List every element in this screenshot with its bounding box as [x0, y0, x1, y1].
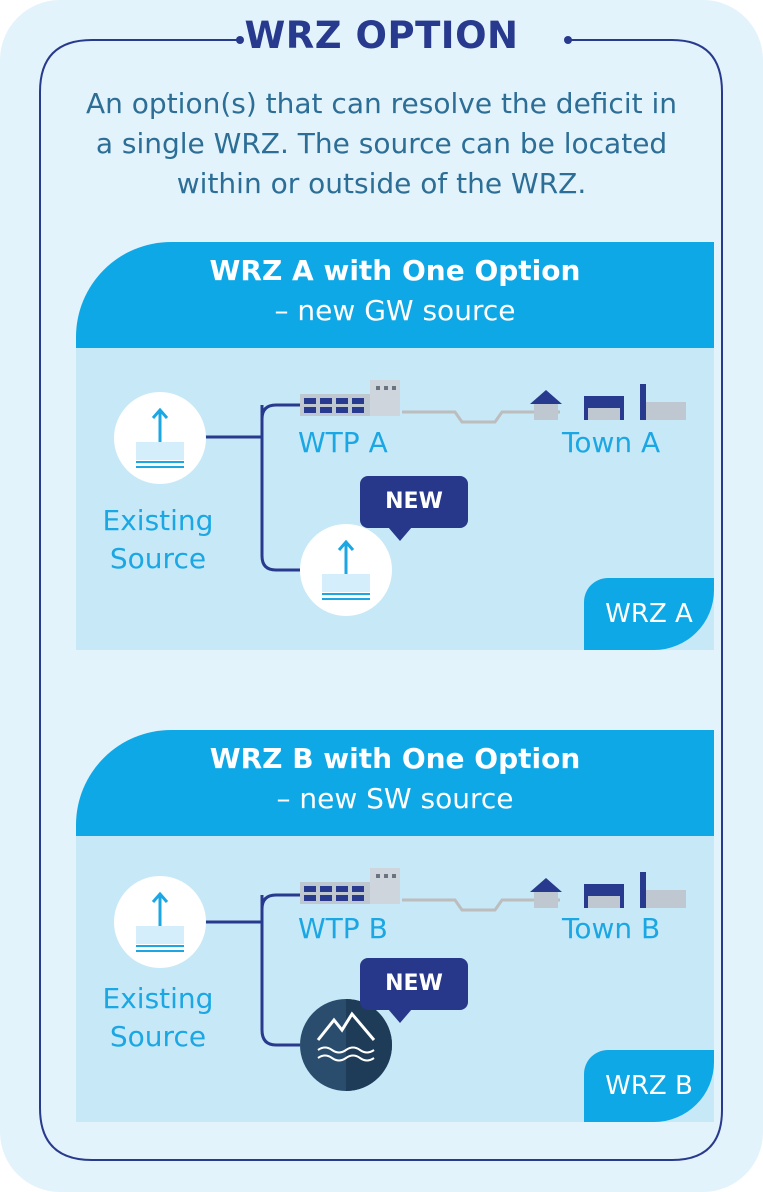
subtitle-line: within or outside of the WRZ.	[176, 167, 587, 200]
treatment-plant-icon	[300, 868, 400, 904]
treatment-plant-icon	[300, 380, 400, 416]
wtp-label: WTP A	[298, 426, 388, 459]
groundwater-borehole-icon	[114, 876, 206, 968]
badge-pointer	[388, 1009, 412, 1023]
panel-header: WRZ B with One Option – new SW source	[76, 730, 714, 836]
label-line: Existing	[102, 504, 214, 537]
groundwater-borehole-icon	[300, 524, 392, 616]
town-label: Town A	[562, 426, 661, 459]
page-subtitle: An option(s) that can resolve the defici…	[60, 84, 703, 204]
page-title: WRZ OPTION	[244, 14, 519, 57]
new-badge: NEW	[360, 958, 468, 1010]
town-houses-icon	[530, 872, 686, 908]
new-badge: NEW	[360, 476, 468, 528]
label-line: Source	[109, 1020, 207, 1053]
panel-subtitle: – new GW source	[274, 294, 516, 327]
panel-subtitle: – new SW source	[276, 782, 514, 815]
town-houses-icon	[530, 384, 686, 420]
wtp-label: WTP B	[298, 912, 388, 945]
label-line: Existing	[102, 982, 214, 1015]
panel-header: WRZ A with One Option – new GW source	[76, 242, 714, 348]
subtitle-line: a single WRZ. The source can be located	[95, 127, 668, 160]
label-line: Source	[109, 542, 207, 575]
existing-source-label: Existing Source	[96, 980, 220, 1056]
town-label: Town B	[562, 912, 661, 945]
panel-title: WRZ B with One Option	[209, 742, 581, 775]
panel-title: WRZ A with One Option	[209, 254, 581, 287]
subtitle-line: An option(s) that can resolve the defici…	[85, 87, 678, 120]
zone-tab: WRZ A	[584, 578, 714, 650]
groundwater-borehole-icon	[114, 392, 206, 484]
badge-pointer	[388, 527, 412, 541]
surface-water-mountain-icon	[300, 999, 392, 1091]
existing-source-label: Existing Source	[96, 502, 220, 578]
